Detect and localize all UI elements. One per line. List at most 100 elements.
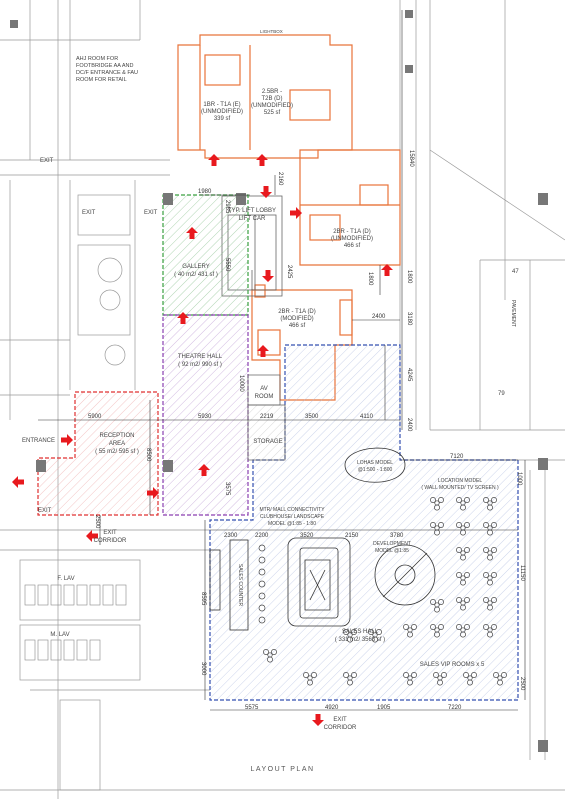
dim-11150: 11150	[519, 565, 525, 581]
dim-1800b: 1800	[406, 270, 412, 284]
unit-2brb-line2: (MODIFIED)	[280, 316, 313, 322]
lav-f-label: F. LAV	[57, 576, 74, 582]
gallery-area: ( 40 m2/ 431 sf )	[174, 272, 218, 278]
dim-4110: 4110	[360, 414, 374, 420]
model-displays	[209, 447, 436, 631]
dim-2400a: 2400	[372, 314, 386, 320]
lohas-line1: LOHAS MODEL	[357, 460, 393, 466]
dim-8595: 8595	[200, 592, 206, 606]
dim-15840: 15840	[408, 150, 414, 167]
dim-7120: 7120	[450, 454, 464, 460]
arrow-down-14	[312, 714, 324, 726]
dim-4920: 4920	[325, 705, 339, 711]
development-line1: DEVELOPMENT	[373, 541, 411, 547]
arrow-up-2	[256, 154, 268, 166]
ahj-note-1: AHJ ROOM FOR	[76, 56, 118, 62]
unit-2bra-line3: 466 sf	[344, 243, 361, 249]
lightbox-label: LIGHTBOX	[260, 29, 283, 34]
dim-2500: 2500	[94, 515, 100, 529]
dim-3500: 3500	[305, 414, 319, 420]
dim-2200: 2200	[255, 533, 269, 539]
unit-2brb-line1: 2BR - T1A (D)	[278, 309, 316, 315]
dim-1800a: 1800	[367, 272, 373, 286]
ahj-note-2: FOOTBRIDGE AA AND	[76, 63, 133, 69]
unit-25br-line3: (UNMODIFIED)	[251, 103, 293, 109]
dim-10000: 10000	[238, 375, 244, 392]
gallery-title: GALLERY	[182, 264, 210, 270]
unit-2bra-line2: (UNMODIFIED)	[331, 236, 373, 242]
reception-line3: ( 55 m2/ 595 sf )	[95, 449, 139, 455]
arrow-right-12	[61, 434, 73, 446]
exit-corridor2-line1: EXIT	[333, 717, 347, 723]
sales-hall-area: ( 331 m2/ 3563 sf )	[335, 637, 385, 643]
dim-1905: 1905	[377, 705, 391, 711]
lohas-line2: @1:500 - 1:800	[358, 467, 393, 473]
dim-2300: 2300	[224, 533, 238, 539]
exit-label-4: EXIT	[38, 508, 52, 514]
unit-25br-line4: 525 sf	[264, 110, 281, 116]
mtr-line3: MODEL @1:85 - 1:80	[268, 521, 316, 527]
theatre-area: ( 92 m2/ 990 sf )	[178, 362, 222, 368]
reception-line1: RECEPTION	[99, 433, 134, 439]
location-line1: LOCATION MODEL	[438, 478, 483, 484]
arrow-down-5	[262, 270, 274, 282]
unit-1br-line1: 1BR - T1A (E)	[203, 102, 240, 108]
exit-label-2: EXIT	[82, 210, 96, 216]
mtr-line2: CLUBHOUSE/ LANDSCAPE	[260, 514, 325, 520]
dim-2160: 2160	[277, 172, 283, 186]
road-label: PAVEMENT	[510, 300, 516, 327]
arrow-up-6	[381, 264, 393, 276]
storage-label: STORAGE	[253, 439, 282, 445]
reception-zone	[37, 391, 159, 516]
av-room-zone	[247, 374, 281, 406]
dim-4245: 4245	[406, 368, 412, 382]
number-79: 79	[498, 391, 505, 397]
counter-stools	[258, 544, 266, 624]
exit-label-1: EXIT	[40, 158, 54, 164]
lav-m-label: M. LAV	[50, 632, 69, 638]
theatre-zone	[162, 314, 249, 516]
dim-3180: 3180	[406, 312, 412, 326]
vip-rooms-label: SALES VIP ROOMS x 5	[420, 662, 485, 668]
entrance-label: ENTRANCE	[22, 438, 55, 444]
dimension-lines	[38, 10, 526, 711]
sales-hall-title: SALES HALL	[342, 629, 379, 635]
arrow-left-15	[12, 476, 24, 488]
toilet-stalls	[24, 584, 127, 661]
dim-3780: 3780	[390, 533, 404, 539]
dim-3520: 3520	[300, 533, 314, 539]
structural-columns	[10, 10, 548, 752]
unit-25br-line1: 2.5BR -	[262, 89, 282, 95]
exit-corridor2-line2: CORRIDOR	[324, 725, 357, 731]
dim-1980: 1980	[198, 189, 212, 195]
dim-5575: 5575	[245, 705, 259, 711]
arrow-up-1	[208, 154, 220, 166]
dim-2425: 2425	[286, 265, 292, 279]
dim-1000: 1000	[516, 472, 522, 486]
dim-2219: 2219	[260, 414, 274, 420]
ahj-note-4: ROOM FOR RETAIL	[76, 77, 127, 83]
mtr-line1: MTR/ MALL CONNECTIVITY	[259, 507, 325, 513]
dim-5930: 5930	[198, 414, 212, 420]
dim-8500: 8500	[145, 448, 151, 462]
dim-2985: 2985	[224, 200, 230, 214]
theatre-title: THEATRE HALL	[178, 354, 223, 360]
reception-line2: AREA	[109, 441, 125, 447]
plan-caption: LAYOUT PLAN	[250, 766, 315, 773]
unit-1br-line3: 339 sf	[214, 116, 231, 122]
exit-label-3: EXIT	[144, 210, 158, 216]
exit-corridor-line1: EXIT	[103, 530, 117, 536]
av-line1: AV	[260, 386, 268, 392]
dim-3000: 3000	[200, 662, 206, 676]
unit-25br-line2: T2B (D)	[262, 96, 283, 102]
ahj-note-3: DC/F ENTRANCE & FAU	[76, 70, 138, 76]
lobby-line1: TYP. LIFT LOBBY	[228, 208, 276, 214]
dim-2500b: 2500	[519, 677, 525, 691]
unit-1br-line2: (UNMODIFIED)	[201, 109, 243, 115]
dim-7220: 7220	[448, 705, 462, 711]
av-line2: ROOM	[255, 394, 274, 400]
dim-5900: 5900	[88, 414, 102, 420]
development-line2: MODEL @1:85	[375, 548, 409, 554]
location-line2: ( WALL MOUNTED/ TV SCREEN )	[421, 485, 499, 491]
